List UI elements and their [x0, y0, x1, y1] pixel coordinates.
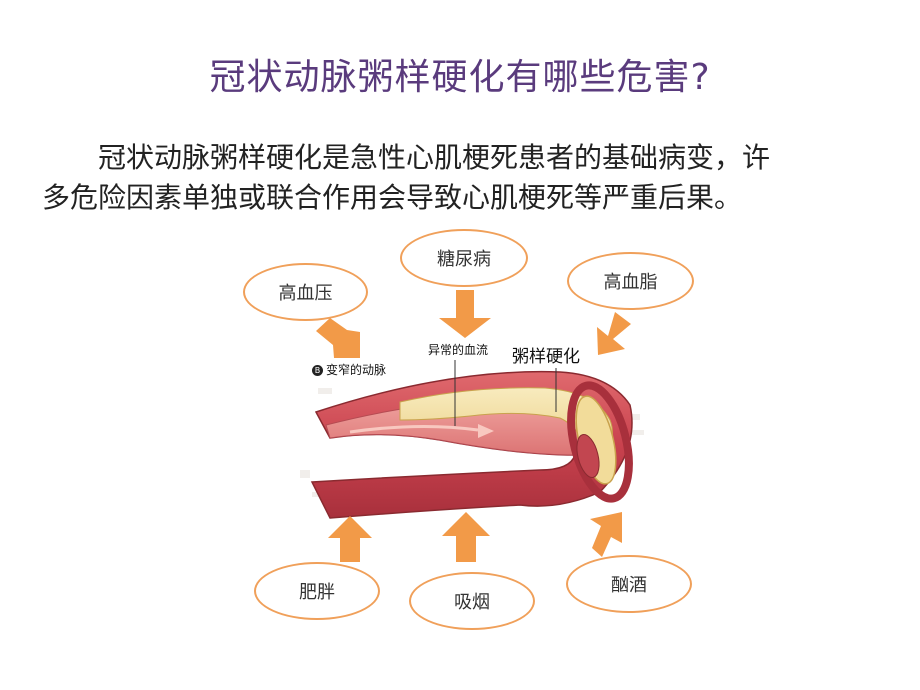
risk-smoking-oval: 吸烟 — [409, 572, 535, 630]
blood-flow-arrow — [349, 424, 479, 434]
risk-alcohol-oval: 酗酒 — [566, 555, 692, 613]
abnormal-flow-label: 异常的血流 — [428, 343, 489, 357]
risk-hypertension-oval: 高血压 — [243, 263, 368, 321]
risk-hyperlipidemia-oval: 高血脂 — [567, 252, 694, 310]
risk-diabetes-oval: 糖尿病 — [400, 229, 528, 287]
arrow-hyperlipidemia — [597, 312, 631, 355]
artery-opening-lumen — [576, 434, 600, 478]
page-title: 冠状动脉粥样硬化有哪些危害? — [209, 57, 711, 98]
arrow-alcohol — [590, 512, 622, 557]
arrow-smoking — [442, 512, 490, 562]
risk-arrows — [316, 290, 631, 562]
intro-line-1: 冠状动脉粥样硬化是急性心肌梗死患者的基础病变，许 — [98, 141, 771, 174]
arrow-hypertension — [316, 318, 360, 358]
narrowed-artery-text: 变窄的动脉 — [326, 363, 387, 377]
artery-opening — [567, 381, 633, 503]
arrow-obesity — [328, 516, 372, 562]
intro-line-2: 多危险因素单独或联合作用会导致心肌梗死等严重后果。 — [42, 181, 743, 214]
label-badge: B — [312, 365, 323, 376]
atherosclerosis-label: 粥样硬化 — [512, 347, 580, 367]
risk-obesity-oval: 肥胖 — [254, 562, 380, 620]
arrow-diabetes — [439, 290, 491, 338]
intro-paragraph: 冠状动脉粥样硬化是急性心肌梗死患者的基础病变，许 多危险因素单独或联合作用会导致… — [42, 138, 887, 218]
blood-flow-arrowhead — [478, 424, 494, 438]
